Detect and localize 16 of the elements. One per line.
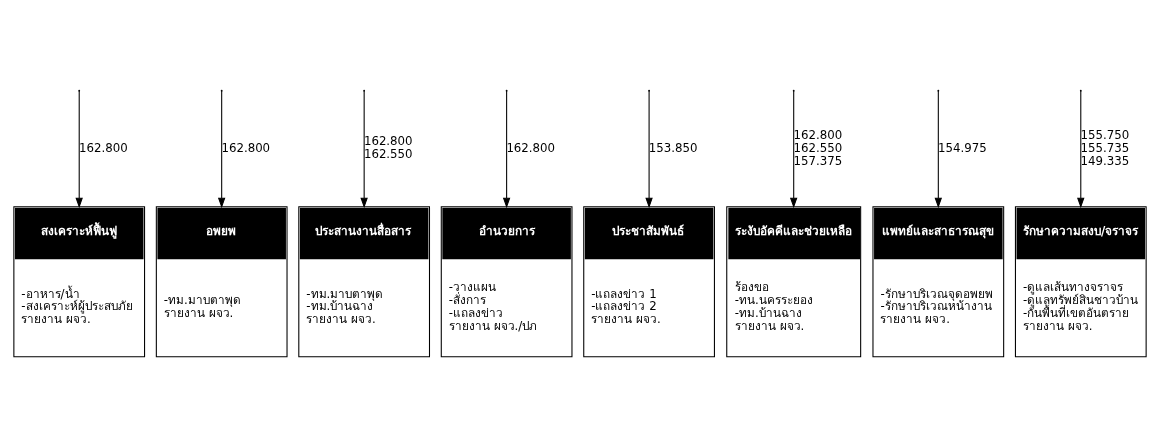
arrow: [75, 90, 83, 208]
edge-label: 162.800: [506, 140, 556, 155]
arrow: [1077, 90, 1085, 208]
edge-label: 162.800 162.550: [363, 133, 413, 161]
edge-label: 155.750 155.735 149.335: [1080, 127, 1130, 168]
arrow: [934, 90, 943, 208]
edge-label: 153.850: [648, 140, 698, 155]
arrow: [502, 90, 511, 208]
arrow: [645, 90, 653, 208]
edge-label: 162.800 162.550 157.375: [793, 127, 843, 168]
arrow: [360, 90, 368, 208]
arrow: [217, 90, 226, 208]
edge-label: 162.800: [78, 140, 128, 155]
arrow: [789, 90, 798, 208]
edge-label: 154.975: [938, 140, 987, 155]
edge-label: 162.800: [221, 140, 271, 155]
